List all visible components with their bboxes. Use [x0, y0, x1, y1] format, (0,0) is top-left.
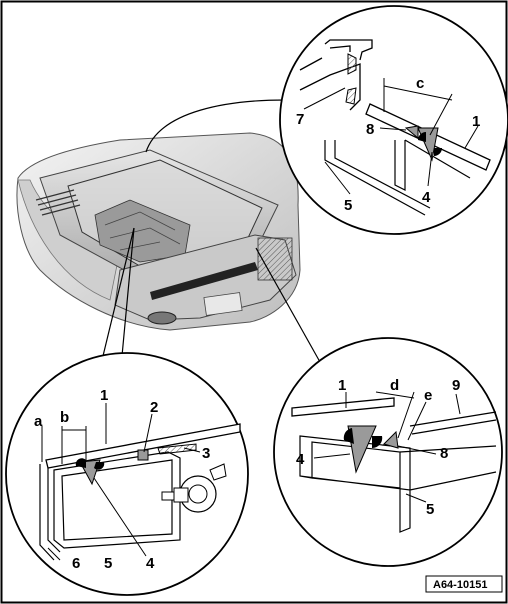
callout-6-bl: 6: [72, 555, 80, 572]
leader-8-br: [397, 445, 437, 455]
top-lower-frame: [324, 139, 471, 216]
top-hatched-piece-2: [345, 87, 357, 105]
br-part-8: [383, 430, 399, 449]
callout-e: e: [424, 387, 432, 404]
detail-circle-bottom-left: a b 1 2 3 5 4 6: [5, 352, 249, 596]
callout-1-br: 1: [338, 377, 346, 394]
callout-1-top: 1: [472, 113, 480, 130]
leader-to-bottom-left-detail: [102, 227, 135, 357]
callout-8-br: 8: [440, 445, 448, 462]
br-rail: [291, 397, 395, 417]
dim-d-line: [375, 391, 415, 399]
callout-4-br: 4: [296, 451, 305, 468]
callout-4-top: 4: [422, 189, 431, 206]
leader-8-top: [379, 127, 407, 131]
callout-2-bl: 2: [150, 399, 158, 416]
car-rear-view: [16, 132, 301, 331]
br-seal-dark-2: [372, 436, 383, 449]
br-seal: [347, 425, 377, 474]
dim-d-ext: [397, 391, 415, 439]
leader-to-bottom-left-detail-2: [121, 227, 135, 357]
br-seal-dark: [343, 428, 354, 444]
callout-8-top: 8: [366, 121, 374, 138]
callout-b: b: [60, 409, 69, 426]
callout-3-bl: 3: [202, 445, 210, 462]
leader-to-top-detail: [145, 99, 286, 153]
bottom-right-detail-circle: [273, 337, 503, 567]
leader-lines: [102, 99, 321, 363]
callout-7-top: 7: [296, 111, 304, 128]
leader-5-br: [405, 493, 427, 503]
reference-code-box: [425, 575, 503, 593]
bl-seal-dark-2: [94, 462, 105, 470]
br-frame: [299, 435, 497, 533]
callout-a: a: [34, 413, 43, 430]
leader-7: [303, 87, 346, 110]
callout-c: c: [416, 75, 424, 92]
bl-part-2: [137, 449, 149, 461]
engine-detail: [104, 211, 181, 251]
callout-4-bl: 4: [146, 555, 155, 572]
leader-1-top: [464, 125, 479, 149]
leader-to-bottom-right-detail: [255, 247, 321, 363]
tail-light-strip: [150, 262, 258, 300]
br-part-9: [409, 411, 497, 435]
rear-grille: [257, 237, 293, 281]
bl-part-3: [157, 443, 197, 455]
callout-5-top: 5: [344, 197, 352, 214]
top-seal-dark-right: [434, 148, 442, 156]
detail-circle-bottom-right: 1 d e 9 4 8 5: [273, 337, 503, 567]
bl-left-profile: [39, 464, 61, 561]
top-hatched-piece: [347, 53, 357, 75]
callout-1-bl: 1: [100, 387, 108, 404]
leader-5-top: [324, 161, 351, 195]
leader-9-br: [455, 393, 461, 415]
callout-9-br: 9: [452, 377, 460, 394]
leader-3-bl: [183, 447, 201, 453]
callout-d: d: [390, 377, 399, 394]
leader-4-br: [313, 453, 351, 459]
callout-5-bl: 5: [104, 555, 112, 572]
leader-2-bl: [143, 413, 153, 453]
top-seal-dark-left: [418, 132, 426, 142]
detail-circle-top: 7 c 8 1 4 5: [279, 5, 508, 235]
callout-5-br: 5: [426, 501, 434, 518]
bl-rail: [45, 423, 241, 469]
leader-4-top: [427, 151, 433, 187]
left-vent-slats: [35, 189, 81, 216]
dim-e-ext: [407, 401, 427, 441]
exhaust-pipe: [147, 311, 177, 325]
dim-c-ext-right: [429, 93, 453, 136]
dim-c-line: [383, 85, 453, 101]
top-frame-profile: [299, 39, 373, 111]
leader-4-bl: [93, 477, 147, 557]
bl-seal-dark: [75, 458, 86, 468]
leader-6-bl: [47, 547, 61, 561]
reference-code-text: A64-10151: [433, 579, 487, 591]
reference-code: A64-10151: [425, 575, 503, 593]
license-plate-area: [203, 292, 243, 316]
bl-latch: [161, 463, 227, 513]
top-spacer: [404, 125, 419, 140]
